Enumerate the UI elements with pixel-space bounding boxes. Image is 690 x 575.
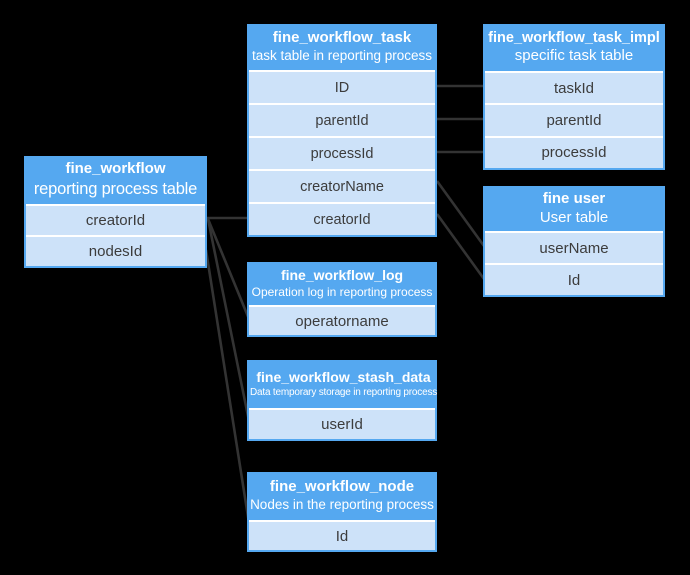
table-subtitle: User table [539,208,609,226]
table-title: fine_workflow_node [269,478,415,496]
table-subtitle: specific task table [514,47,634,65]
table-header: fine_workflow_task_impl specific task ta… [483,24,665,71]
field-row-parentId[interactable]: parentId [485,103,663,136]
table-fine-workflow-log[interactable]: fine_workflow_log Operation log in repor… [247,262,437,337]
table-fine-workflow-stash-data[interactable]: fine_workflow_stash_data Data temporary … [247,360,437,441]
relation-line-workflow-node [204,249,251,524]
table-title: fine_workflow_task_impl [488,30,660,47]
relation-line-task-creatorname-username [435,180,486,247]
table-subtitle: Operation log in reporting process [251,284,433,299]
table-title: fine_workflow_stash_data [256,369,431,385]
table-header: fine_workflow_node Nodes in the reportin… [247,472,437,520]
table-fields: operatorname [249,305,435,335]
field-row-creatorId[interactable]: creatorId [26,204,205,235]
table-title: fine user [542,189,606,207]
table-header: fine_workflow_log Operation log in repor… [247,262,437,305]
relation-line-workflow-log [206,218,251,320]
table-title: fine_workflow_log [280,267,404,284]
field-row-processId[interactable]: processId [485,135,663,168]
table-subtitle: reporting process table [33,180,198,199]
field-row-Id[interactable]: Id [249,520,435,550]
field-row-creatorName[interactable]: creatorName [249,169,435,202]
table-header: fine_workflow reporting process table [24,156,207,204]
table-fine-workflow[interactable]: fine_workflow reporting process table cr… [24,156,207,268]
relation-line-workflow-stash [206,218,251,422]
field-row-parentId[interactable]: parentId [249,103,435,136]
table-title: fine_workflow [65,160,166,178]
field-row-nodesId[interactable]: nodesId [26,235,205,266]
table-title: fine_workflow_task [272,29,412,47]
table-subtitle: Nodes in the reporting process [250,496,434,512]
table-header: fine_workflow_stash_data Data temporary … [247,360,437,408]
relation-line-task-creatorid-userid [435,213,486,280]
table-subtitle: Data temporary storage in reporting proc… [250,386,438,398]
table-fine-workflow-node[interactable]: fine_workflow_node Nodes in the reportin… [247,472,437,552]
table-header: fine user User table [483,186,665,231]
table-fine-workflow-task-impl[interactable]: fine_workflow_task_impl specific task ta… [483,24,665,170]
table-fields: Id [249,520,435,550]
field-row-taskId[interactable]: taskId [485,71,663,104]
field-row-userName[interactable]: userName [485,231,663,263]
field-row-ID[interactable]: ID [249,70,435,103]
field-row-operatorname[interactable]: operatorname [249,305,435,335]
field-row-creatorId[interactable]: creatorId [249,202,435,235]
field-row-userId[interactable]: userId [249,408,435,439]
table-fields: userId [249,408,435,439]
table-header: fine_workflow_task task table in reporti… [247,24,437,70]
table-fine-workflow-task[interactable]: fine_workflow_task task table in reporti… [247,24,437,237]
field-row-Id[interactable]: Id [485,263,663,295]
field-row-processId[interactable]: processId [249,136,435,169]
table-subtitle: task table in reporting process [251,47,433,63]
